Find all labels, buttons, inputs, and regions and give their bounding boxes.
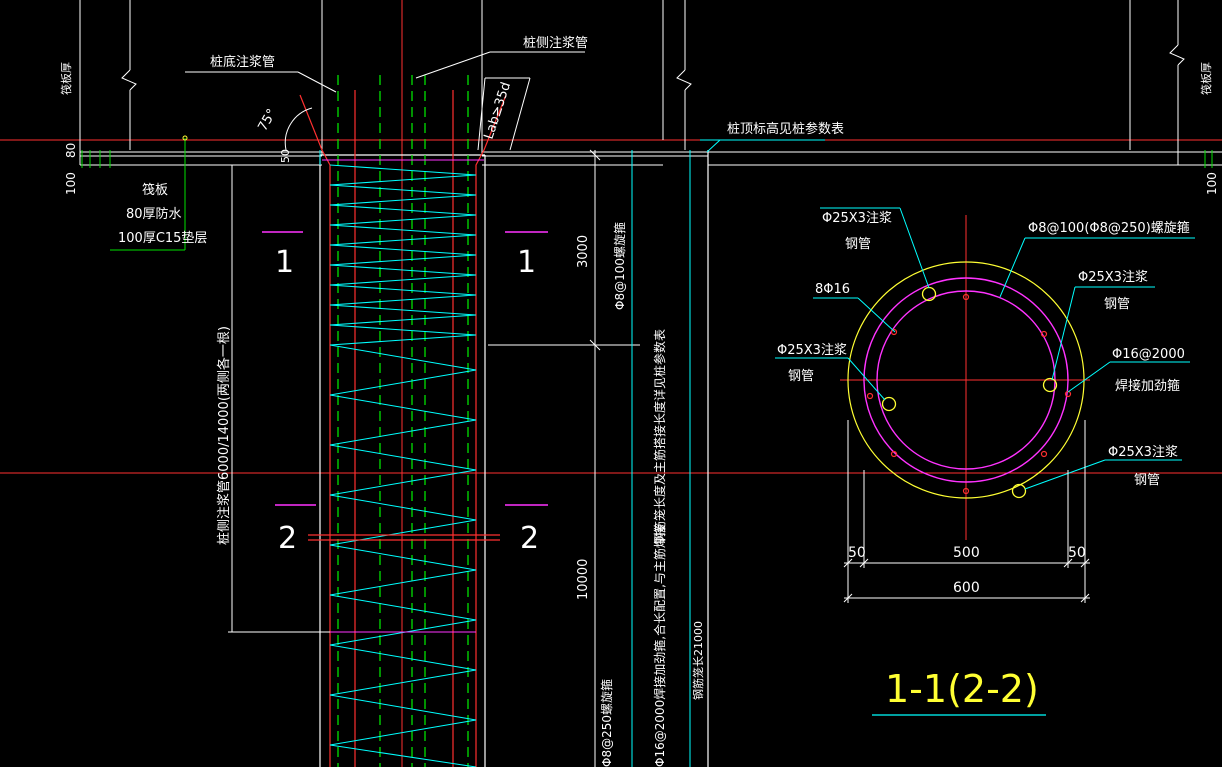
raft-thickness-left-label: 筏板厚 xyxy=(59,62,73,95)
spiral-stirrup-label: Φ8@100(Φ8@250)螺旋箍 xyxy=(1028,220,1190,236)
dim-80-label: 80 xyxy=(64,143,78,158)
stiffener-label-2: 焊接加劲箍 xyxy=(1115,378,1180,394)
section-dimensions xyxy=(843,420,1090,603)
main-bars-label: 8Φ16 xyxy=(815,282,850,297)
section-1-1: Φ25X3注浆 钢管 Φ8@100(Φ8@250)螺旋箍 8Φ16 Φ25X3注… xyxy=(775,207,1195,716)
elevation-labels: 桩底注浆管 桩侧注浆管 Lab≥35d 75° 桩顶标高见桩参数表 筏板厚 筏板… xyxy=(59,36,1219,767)
dim-50-right-label: 50 xyxy=(1068,545,1086,561)
anchor-length-label: Lab≥35d xyxy=(482,80,515,141)
spiral-bottom-note-label: Φ8@250螺旋箍 xyxy=(599,679,614,767)
pile-top-elevation-note: 桩顶标高见桩参数表 xyxy=(727,121,844,137)
section-labels: Φ25X3注浆 钢管 Φ8@100(Φ8@250)螺旋箍 8Φ16 Φ25X3注… xyxy=(777,211,1190,711)
section-leaders xyxy=(775,207,1195,490)
main-bar-dot xyxy=(866,392,874,400)
grout-pipe-top-left-label-2: 钢管 xyxy=(845,237,871,252)
section-mark-lines xyxy=(262,231,548,506)
grout-pipe-top-left-label: Φ25X3注浆 xyxy=(822,211,892,226)
spiral-top-note-label: Φ8@100螺旋箍 xyxy=(612,222,627,310)
grout-pipe-circle xyxy=(1011,483,1027,499)
waterproof-label: 80厚防水 xyxy=(126,206,182,222)
raft-structure xyxy=(79,0,1222,166)
main-bars-elevation xyxy=(299,90,507,767)
main-bar-dot xyxy=(1040,450,1048,458)
grout-pipe-circle xyxy=(881,396,897,412)
spiral-top-dim-label: 3000 xyxy=(576,235,591,268)
main-bar-dot xyxy=(962,487,970,495)
stirrup-levels xyxy=(322,159,484,633)
main-bar-dot xyxy=(962,293,970,301)
dim-50-top-label: 50 xyxy=(279,149,292,163)
grout-pipe-bottom-right-label: Φ25X3注浆 xyxy=(1108,445,1178,460)
dim-100-right-label: 100 xyxy=(1205,172,1219,195)
main-bar-dot xyxy=(890,328,898,336)
dim-500-label: 500 xyxy=(953,545,980,561)
section-mark-2-left: 2 xyxy=(278,521,297,556)
pile-bottom-grout-pipe-label: 桩底注浆管 xyxy=(210,54,275,70)
section-mark-2-right: 2 xyxy=(520,521,539,556)
leader-lines xyxy=(185,51,640,767)
stiffener-label: Φ16@2000 xyxy=(1112,347,1185,362)
grout-pipes-elevation xyxy=(337,75,469,767)
grout-pipe-right-top-label: Φ25X3注浆 xyxy=(1078,270,1148,285)
stiffener-note-label: Φ16@2000焊接加劲箍,合长配置,与主筋焊接 xyxy=(652,524,667,767)
cushion-label: 100厚C15垫层 xyxy=(118,230,207,246)
pile-side-grout-pipe-label: 桩侧注浆管 xyxy=(523,36,588,51)
main-bar-dots xyxy=(866,293,1072,495)
section-title: 1-1(2-2) xyxy=(885,667,1039,711)
spiral-bottom-dim-label: 10000 xyxy=(576,559,591,600)
section-mark-1-left: 1 xyxy=(275,245,294,280)
section-mark-1-right: 1 xyxy=(517,245,536,280)
angle-label: 75° xyxy=(255,107,280,134)
grout-pipe-left-label-2: 钢管 xyxy=(788,369,814,384)
main-bar-dot xyxy=(1040,330,1048,338)
grout-pipe-right-top-label-2: 钢管 xyxy=(1104,297,1130,312)
raft-thickness-right-label: 筏板厚 xyxy=(1199,62,1213,95)
spiral-top-dense xyxy=(329,164,477,346)
mid-note-label: 钢筋笼长度及主筋搭接长度详见桩参数表 xyxy=(652,329,667,545)
left-dim-ticks xyxy=(81,135,1213,251)
grout-pipe-bottom-right-label-2: 钢管 xyxy=(1134,473,1160,488)
spiral-stirrups xyxy=(329,164,477,767)
dim-50-left-label: 50 xyxy=(848,545,866,561)
stiffener-ring-elevation xyxy=(308,534,500,541)
pile-outline xyxy=(319,150,709,767)
pile-length-note-label: 钢筋笼长21000 xyxy=(691,621,705,700)
grout-pipe-left-label: Φ25X3注浆 xyxy=(777,343,847,358)
spiral-bottom-sparse xyxy=(329,344,477,767)
dim-100-label: 100 xyxy=(64,172,78,195)
main-bar-dot xyxy=(1064,390,1072,398)
dim-lines-cyan xyxy=(319,139,825,767)
main-bar-dot xyxy=(890,450,898,458)
raft-label: 筏板 xyxy=(142,182,168,198)
dim-600-label: 600 xyxy=(953,580,980,596)
spiral-outer-ring xyxy=(863,277,1069,483)
side-grout-pipe-length-label: 桩侧注浆管6000/14000(两侧各一根) xyxy=(216,326,232,545)
grout-pipe-circle xyxy=(1042,377,1058,393)
